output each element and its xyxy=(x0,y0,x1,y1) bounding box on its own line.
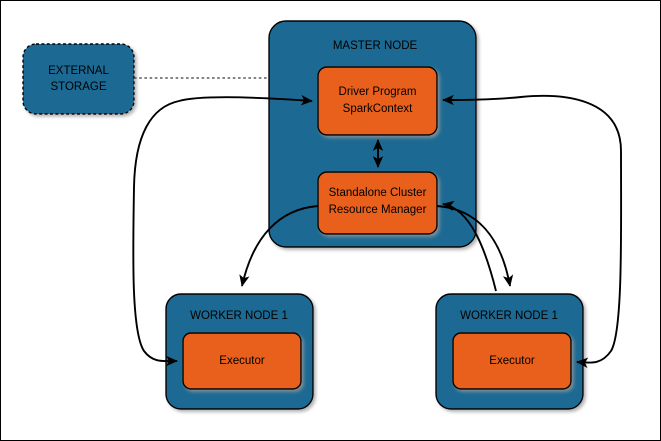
external-storage-label-line2: STORAGE xyxy=(50,81,106,93)
connector-executor-left-to-driver-upper xyxy=(178,95,313,106)
executor-right-label: Executor xyxy=(489,355,535,367)
connector-executor-right-to-clustermanager xyxy=(442,200,497,292)
connector-executor-right-to-driver xyxy=(442,94,622,152)
driver-program-component[interactable]: Driver Program SparkContext xyxy=(317,66,438,136)
cluster-resource-manager-component[interactable]: Standalone Cluster Resource Manager xyxy=(317,171,438,235)
external-storage-box xyxy=(22,43,135,115)
executor-left-box xyxy=(182,332,302,390)
connector-executor-left-to-driver-mid xyxy=(133,100,180,188)
worker-node-left-label: WORKER NODE 1 xyxy=(190,310,288,322)
driver-program-label-line2: SparkContext xyxy=(343,103,413,115)
cluster-resource-manager-label-line2: Resource Manager xyxy=(329,204,427,216)
connector-driver-to-executor-right xyxy=(576,150,623,368)
cluster-resource-manager-box xyxy=(317,171,438,235)
executor-left-label: Executor xyxy=(219,355,265,367)
executor-right-component[interactable]: Executor xyxy=(452,332,572,390)
connector-driver-to-executor-left xyxy=(132,186,178,367)
external-storage-label-line1: EXTERNAL xyxy=(48,65,109,77)
executor-left-component[interactable]: Executor xyxy=(182,332,302,390)
external-storage-node[interactable]: EXTERNAL STORAGE xyxy=(22,43,135,115)
driver-program-box xyxy=(317,66,438,136)
worker-node-right-label: WORKER NODE 1 xyxy=(460,310,558,322)
cluster-resource-manager-label-line1: Standalone Cluster xyxy=(329,187,427,199)
worker-node-right[interactable]: WORKER NODE 1 Executor xyxy=(435,293,584,410)
driver-program-label-line1: Driver Program xyxy=(339,86,417,98)
master-node[interactable]: MASTER NODE Driver Program SparkContext … xyxy=(268,20,477,248)
executor-right-box xyxy=(452,332,572,390)
master-node-label: MASTER NODE xyxy=(333,40,418,52)
worker-node-left[interactable]: WORKER NODE 1 Executor xyxy=(165,293,314,410)
connector-clustermanager-to-worker-left xyxy=(239,205,319,287)
